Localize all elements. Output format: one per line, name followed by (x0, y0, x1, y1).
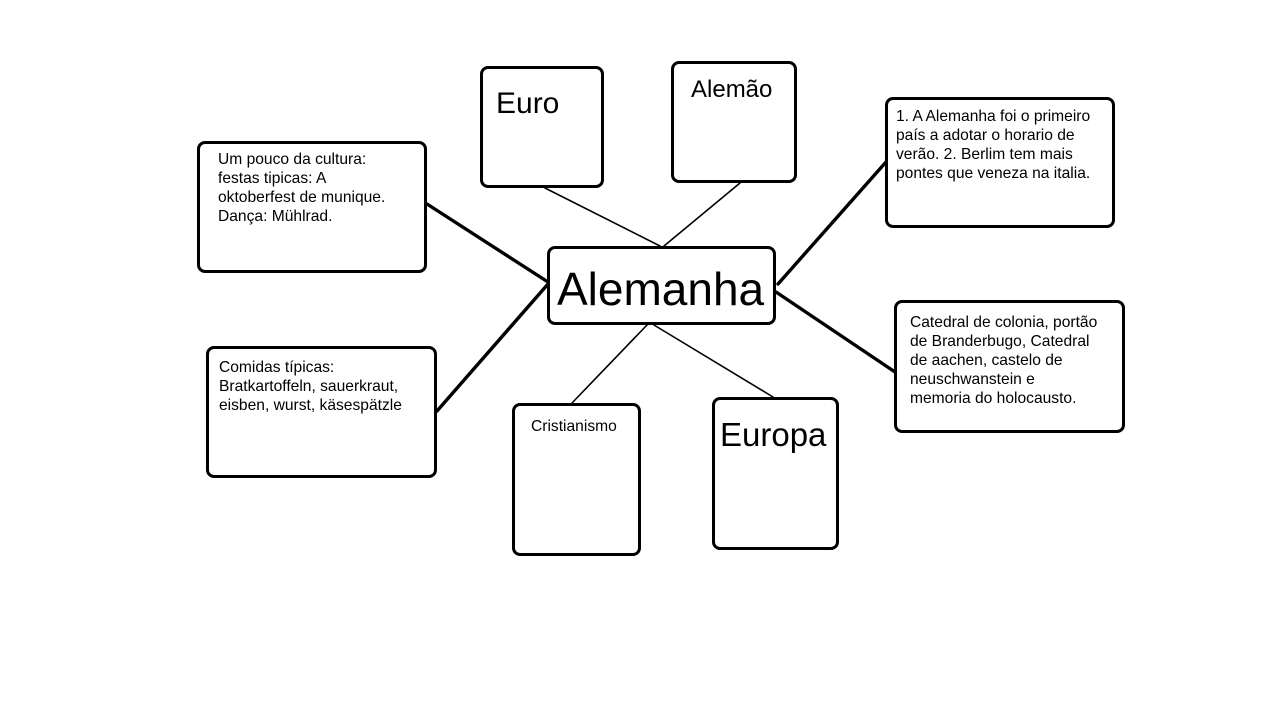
monumentos-line: memoria do holocausto. (910, 390, 1077, 408)
cultura-line: Dança: Mühlrad. (218, 208, 333, 226)
node-europa-label: Europa (720, 416, 827, 453)
node-cristianismo: Cristianismo (512, 403, 641, 556)
node-europa: Europa (712, 397, 839, 550)
cultura-line: Um pouco da cultura: (218, 151, 367, 168)
curiosities-line: verão. 2. Berlim tem mais (896, 146, 1073, 164)
comidas-line: Bratkartoffeln, sauerkraut, (219, 378, 399, 396)
connector-monumentos (774, 290, 897, 374)
curiosities-line: país a adotar o horario de (896, 127, 1075, 145)
monumentos-line: Catedral de colonia, portão (910, 314, 1098, 331)
curiosities-line: 1. A Alemanha foi o primeiro (896, 108, 1091, 125)
monumentos-line: neuschwanstein e (910, 371, 1035, 389)
node-alemao-label: Alemão (691, 76, 773, 103)
node-monumentos: Catedral de colonia, portão de Branderbu… (894, 300, 1125, 433)
monumentos-line: de Branderbugo, Catedral (910, 333, 1090, 351)
curiosities-line: pontes que veneza na italia. (896, 165, 1091, 183)
node-cristianismo-label: Cristianismo (531, 418, 617, 435)
connector-comidas (435, 282, 550, 413)
comidas-line: eisben, wurst, käsespätzle (219, 397, 402, 415)
monumentos-line: de aachen, castelo de (910, 352, 1063, 370)
connector-alemao (663, 182, 741, 247)
node-curiosities: 1. A Alemanha foi o primeiro país a adot… (885, 97, 1115, 228)
cultura-line: festas tipicas: A (218, 170, 327, 188)
connector-cristianismo (571, 324, 648, 404)
connector-europa (653, 324, 774, 398)
node-euro-label: Euro (496, 87, 560, 120)
cultura-line: oktoberfest de munique. (218, 189, 386, 207)
connector-euro (544, 187, 661, 247)
node-alemao: Alemão (671, 61, 797, 183)
node-comidas: Comidas típicas: Bratkartoffeln, sauerkr… (206, 346, 437, 478)
connector-cultura (425, 202, 550, 284)
connector-curiosities (776, 160, 888, 286)
node-cultura: Um pouco da cultura: festas tipicas: A o… (197, 141, 427, 273)
central-node: Alemanha (547, 246, 776, 325)
central-node-title: Alemanha (557, 263, 765, 315)
comidas-line: Comidas típicas: (219, 359, 335, 376)
node-euro: Euro (480, 66, 604, 188)
